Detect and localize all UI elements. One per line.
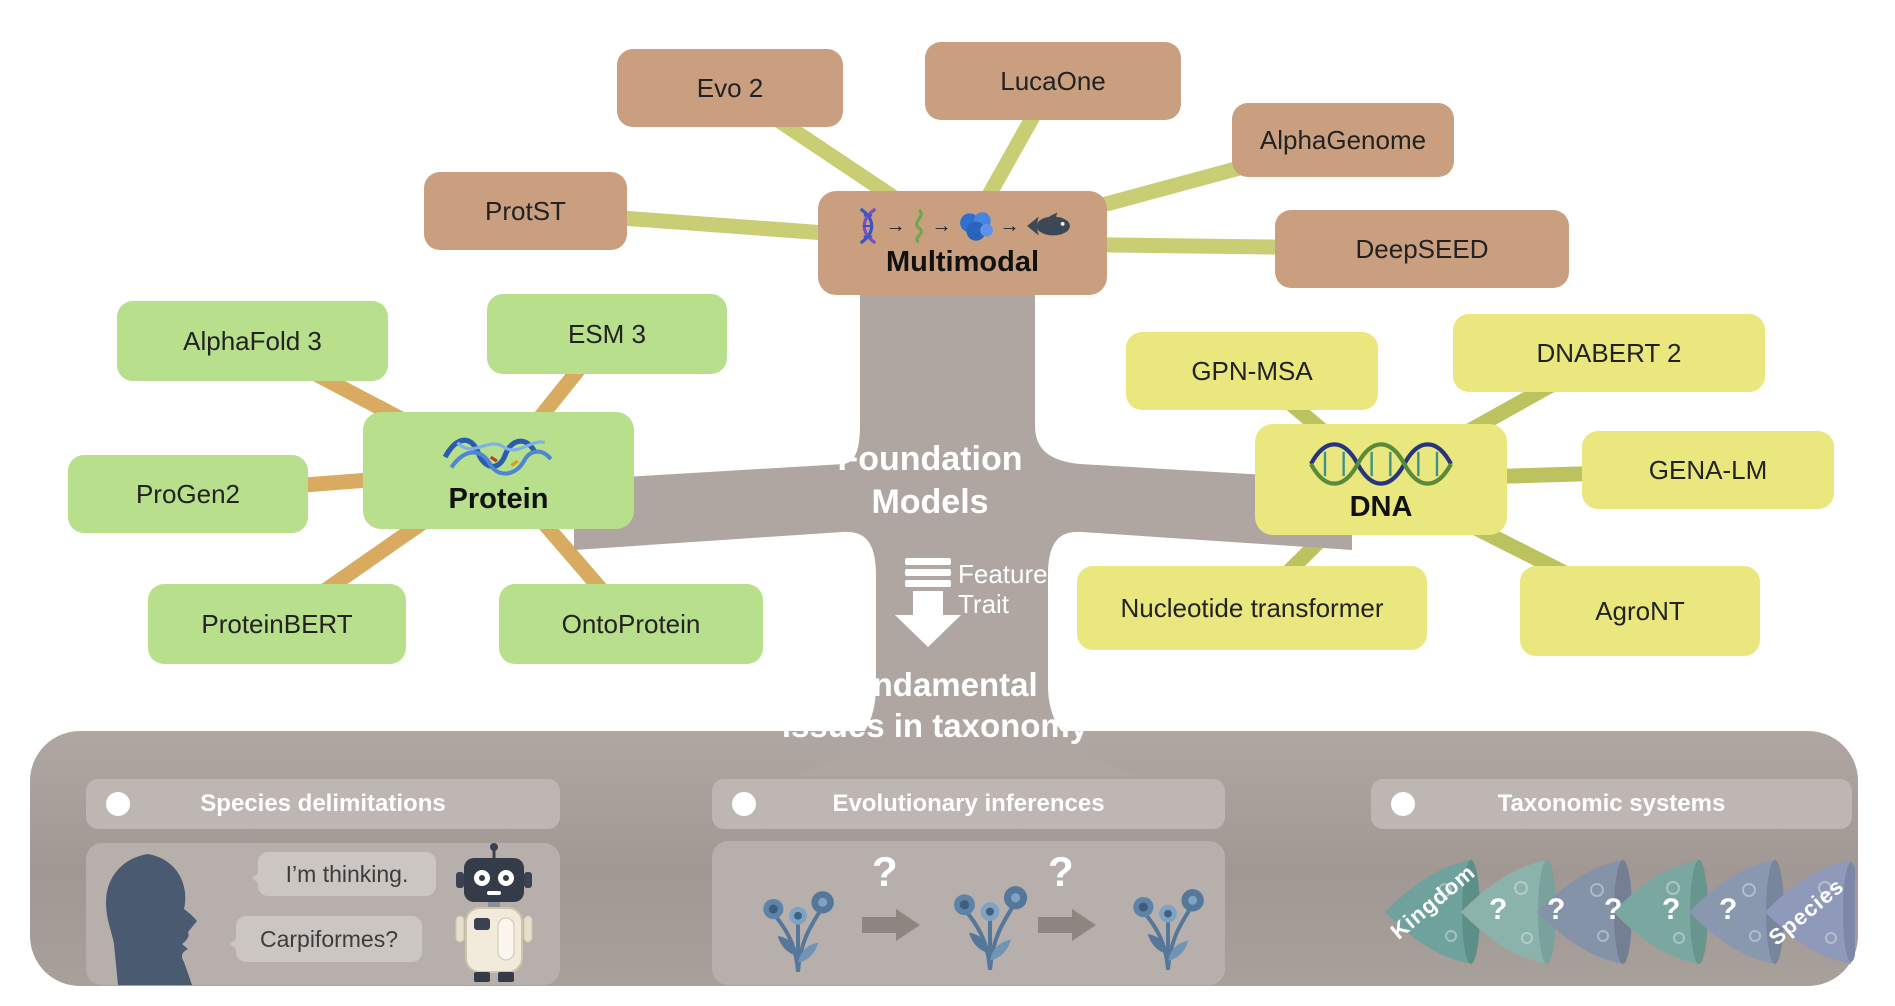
model-box-alphafold3: AlphaFold 3: [117, 301, 388, 381]
foundation-title-line1: Foundation: [837, 440, 1023, 478]
question-mark: ?: [1662, 893, 1681, 926]
model-label: Nucleotide transformer: [1120, 592, 1384, 623]
evolutionary-inferences-title: Evolutionary inferences: [832, 790, 1105, 817]
species-delimitations-header: Species delimitations: [86, 779, 560, 829]
arrow-icon: →: [999, 214, 1020, 237]
trait-label: Trait: [958, 588, 1010, 619]
robot-illustration: [455, 843, 533, 982]
evolutionary-inferences-header: Evolutionary inferences: [712, 779, 1225, 829]
hub-protein: Protein: [363, 412, 634, 529]
question-mark: ?: [1489, 893, 1508, 926]
feature-trait-label: Feature Trait: [958, 559, 1048, 620]
model-label: LucaOne: [1000, 65, 1106, 96]
foundation-models-title: Foundation Models: [780, 438, 1080, 523]
feature-arrow-stripe: [905, 569, 951, 576]
protein-label: Protein: [448, 482, 549, 515]
model-label: GENA-LM: [1648, 454, 1768, 485]
question-mark: ?: [1547, 893, 1566, 926]
model-label: ProteinBERT: [201, 608, 353, 639]
speech-bubble-carpiformes: Carpiformes?: [230, 916, 422, 962]
taxonomy-funnel-graphic: [1385, 860, 1855, 964]
model-label: ProGen2: [135, 478, 241, 509]
model-label: Evo 2: [696, 72, 764, 103]
model-label: OntoProtein: [561, 608, 701, 639]
model-box-gpnmsa: GPN-MSA: [1126, 332, 1378, 410]
plant-icon: [761, 889, 836, 974]
multimodal-icon-row: → → →: [855, 207, 1071, 245]
model-box-esm3: ESM 3: [487, 294, 727, 374]
bullet-icon: [106, 792, 130, 816]
question-mark: ?: [1719, 893, 1738, 926]
model-label: GPN-MSA: [1191, 355, 1313, 386]
speech-bubble-thinking: I’m thinking.: [252, 852, 436, 896]
model-box-protst: ProtST: [424, 172, 627, 250]
model-label: ESM 3: [567, 318, 647, 349]
model-box-lucaone: LucaOne: [925, 42, 1181, 120]
down-arrow-icon: [895, 615, 961, 647]
arrow-icon: →: [885, 214, 906, 237]
taxonomic-systems-header: Taxonomic systems: [1371, 779, 1852, 829]
model-label: AlphaGenome: [1259, 124, 1427, 155]
question-mark: ?: [1604, 893, 1623, 926]
model-box-genalm: GENA-LM: [1582, 431, 1834, 509]
model-box-agront: AgroNT: [1520, 566, 1760, 656]
foundation-title-line2: Models: [871, 482, 989, 521]
model-box-deepseed: DeepSEED: [1275, 210, 1569, 288]
hub-multimodal: → → → Multimodal: [818, 191, 1107, 295]
arrow-icon: →: [931, 214, 952, 237]
model-label: ProtST: [485, 195, 566, 226]
plant-icon: [1131, 887, 1206, 972]
feature-arrow-stripe: [905, 558, 951, 565]
bubble-text: Carpiformes?: [259, 925, 399, 952]
protein-ribbon-icon: [442, 437, 552, 476]
bubble-text: I’m thinking.: [285, 860, 409, 887]
taxonomic-systems-title: Taxonomic systems: [1497, 790, 1726, 817]
transition-arrow-icon: [862, 909, 920, 941]
dna-icon: [859, 207, 876, 245]
model-label: DNABERT 2: [1536, 337, 1682, 368]
model-box-progen2: ProGen2: [68, 455, 308, 533]
question-mark: ?: [1048, 848, 1074, 895]
hub-dna: DNA: [1255, 424, 1507, 535]
species-delimitations-title: Species delimitations: [200, 790, 446, 817]
model-box-proteinbert: ProteinBERT: [148, 584, 406, 664]
protein-structure-icon: [959, 212, 993, 241]
fundamental-title-line2: issues in taxonomy: [781, 707, 1089, 745]
rna-icon: [914, 208, 923, 244]
person-silhouette: [106, 854, 197, 985]
fish-icon: [1026, 212, 1070, 236]
fundamental-issues-title: Fundamental issues in taxonomy: [735, 664, 1135, 747]
model-label: DeepSEED: [1355, 233, 1489, 264]
model-box-alphagenome: AlphaGenome: [1232, 103, 1454, 177]
bullet-icon: [732, 792, 756, 816]
multimodal-label: Multimodal: [885, 246, 1040, 279]
question-mark: ?: [872, 848, 898, 895]
fundamental-title-line1: Fundamental: [832, 666, 1038, 703]
model-box-dnabert2: DNABERT 2: [1453, 314, 1765, 392]
model-box-ontoprotein: OntoProtein: [499, 584, 763, 664]
feature-label: Feature: [958, 559, 1048, 589]
funnel-6: [1765, 860, 1855, 964]
model-box-nucleotide-transformer: Nucleotide transformer: [1077, 566, 1427, 650]
dna-helix-icon: [1309, 442, 1453, 486]
transition-arrow-icon: [1038, 909, 1096, 941]
funnel-swirls: [1438, 881, 1837, 944]
model-box-evo2: Evo 2: [617, 49, 843, 127]
model-label: AlphaFold 3: [183, 325, 322, 356]
feature-arrow-stripe: [905, 580, 951, 587]
model-label: AgroNT: [1595, 595, 1685, 626]
plant-icon: [932, 856, 1048, 972]
feature-arrow-stem: [913, 591, 943, 615]
dna-label: DNA: [1349, 490, 1413, 523]
bullet-icon: [1391, 792, 1415, 816]
